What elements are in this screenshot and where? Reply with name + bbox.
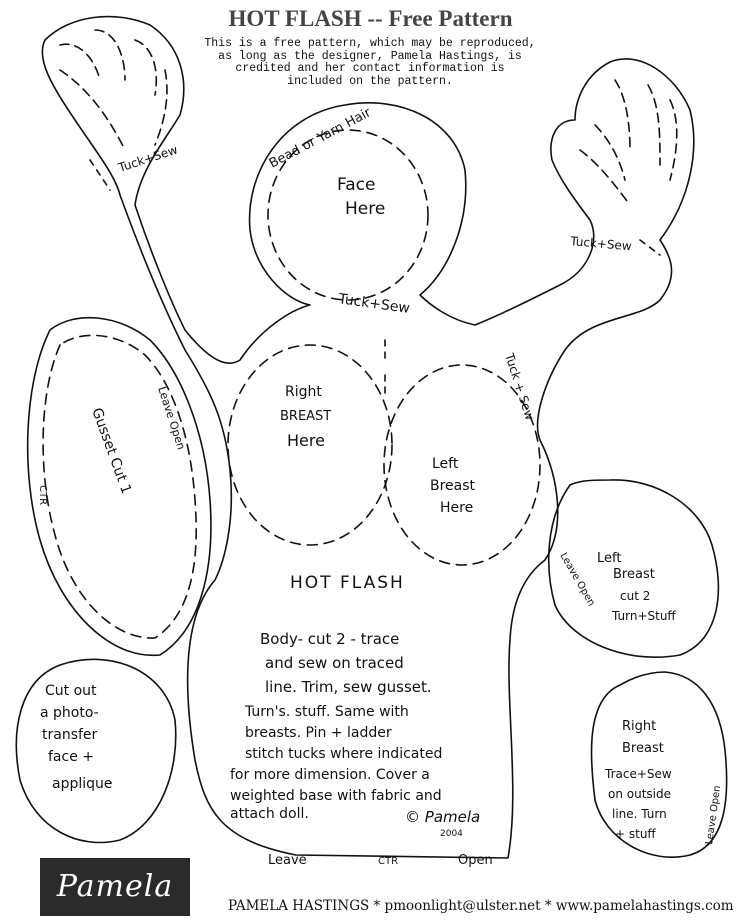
left-breast-piece-outline xyxy=(547,479,720,659)
gusset-ctr: CTR xyxy=(37,485,48,505)
pamela-logo: Pamela xyxy=(56,869,174,904)
left-breast-piece-label: Breast xyxy=(613,567,655,582)
instruction-line: Turn's. stuff. Same with xyxy=(244,704,409,720)
face-piece-label: applique xyxy=(52,776,113,792)
instruction-line: Body- cut 2 - trace xyxy=(260,630,399,648)
face-label: Face xyxy=(337,175,375,195)
right-breast-piece-label: on outside xyxy=(608,787,671,801)
instruction-line: for more dimension. Cover a xyxy=(230,767,430,783)
signature-year: 2004 xyxy=(440,829,463,839)
instruction-line: and sew on traced xyxy=(265,654,404,672)
right-breast-piece-label: Trace+Sew xyxy=(604,767,672,781)
instruction-line: stitch tucks where indicated xyxy=(245,746,442,762)
gusset-stitch xyxy=(42,334,198,639)
left-breast-stitch xyxy=(383,364,541,566)
tuck-sew-right-arm: Tuck+Sew xyxy=(569,234,633,253)
gusset-outline xyxy=(26,316,212,657)
notice-line: as long as the designer, Pamela Hastings… xyxy=(218,49,522,63)
instruction-line: line. Trim, sew gusset. xyxy=(265,678,432,696)
left-breast-body-label: Breast xyxy=(430,478,476,494)
instruction-line: attach doll. xyxy=(230,806,309,822)
right-breast-piece-outline xyxy=(590,671,728,858)
left-breast-piece-label: Turn+Stuff xyxy=(611,609,676,623)
ctr-bottom: CTR xyxy=(378,856,398,867)
right-breast-piece-label: + stuff xyxy=(615,827,656,841)
face-piece-label: a photo- xyxy=(40,705,99,721)
bead-hair-label: Bead or Yarn Hair xyxy=(267,105,374,172)
copyright-notice: This is a free pattern, which may be rep… xyxy=(170,37,570,88)
open-bottom: Open xyxy=(458,853,493,868)
body-outline xyxy=(41,15,695,859)
notice-line: included on the pattern. xyxy=(287,74,453,88)
face-stitch xyxy=(267,129,429,301)
gusset-leave-open: Leave Open xyxy=(155,385,188,451)
left-breast-leave-open: Leave Open xyxy=(557,551,596,608)
right-breast-piece-label: Right xyxy=(622,719,656,734)
right-breast-body-label: Here xyxy=(287,431,325,450)
right-breast-stitch xyxy=(227,344,393,546)
face-piece-label: Cut out xyxy=(45,683,97,699)
right-hand-stitch xyxy=(579,79,678,206)
left-breast-piece-label: Left xyxy=(597,551,621,566)
left-breast-body-label: Here xyxy=(440,500,473,516)
footer-contact: PAMELA HASTINGS * pmoonlight@ulster.net … xyxy=(228,898,734,914)
notice-line: credited and her contact information is xyxy=(235,62,505,75)
right-breast-leave-open: Leave Open xyxy=(704,785,723,846)
gusset-label: Gusset Cut 1 xyxy=(88,406,134,496)
right-breast-piece-label: Breast xyxy=(622,741,664,756)
signature: © Pamela xyxy=(405,808,480,826)
notice-line: This is a free pattern, which may be rep… xyxy=(204,37,536,50)
right-breast-body-label: Right xyxy=(285,384,322,400)
right-breast-piece-label: line. Turn xyxy=(612,807,667,821)
pattern-title: HOT FLASH -- Free Pattern xyxy=(228,6,513,31)
pamela-logo-box xyxy=(40,858,190,916)
face-piece-outline xyxy=(15,658,177,844)
doll-name: HOT FLASH xyxy=(290,573,405,593)
instruction-line: weighted base with fabric and xyxy=(230,788,442,804)
leave-bottom: Leave xyxy=(268,853,307,868)
tuck-marks xyxy=(89,159,661,396)
left-breast-piece-label: cut 2 xyxy=(620,589,650,603)
tuck-sew-left-arm: Tuck+Sew xyxy=(116,142,180,175)
right-breast-body-label: BREAST xyxy=(280,409,331,424)
instruction-line: breasts. Pin + ladder xyxy=(245,725,392,741)
face-piece-label: face + xyxy=(48,749,94,765)
left-breast-body-label: Left xyxy=(432,456,459,472)
tuck-sew-side: Tuck + Sew xyxy=(502,351,537,422)
face-piece-label: transfer xyxy=(42,727,98,743)
face-label: Here xyxy=(345,199,385,219)
left-hand-stitch xyxy=(59,29,168,151)
